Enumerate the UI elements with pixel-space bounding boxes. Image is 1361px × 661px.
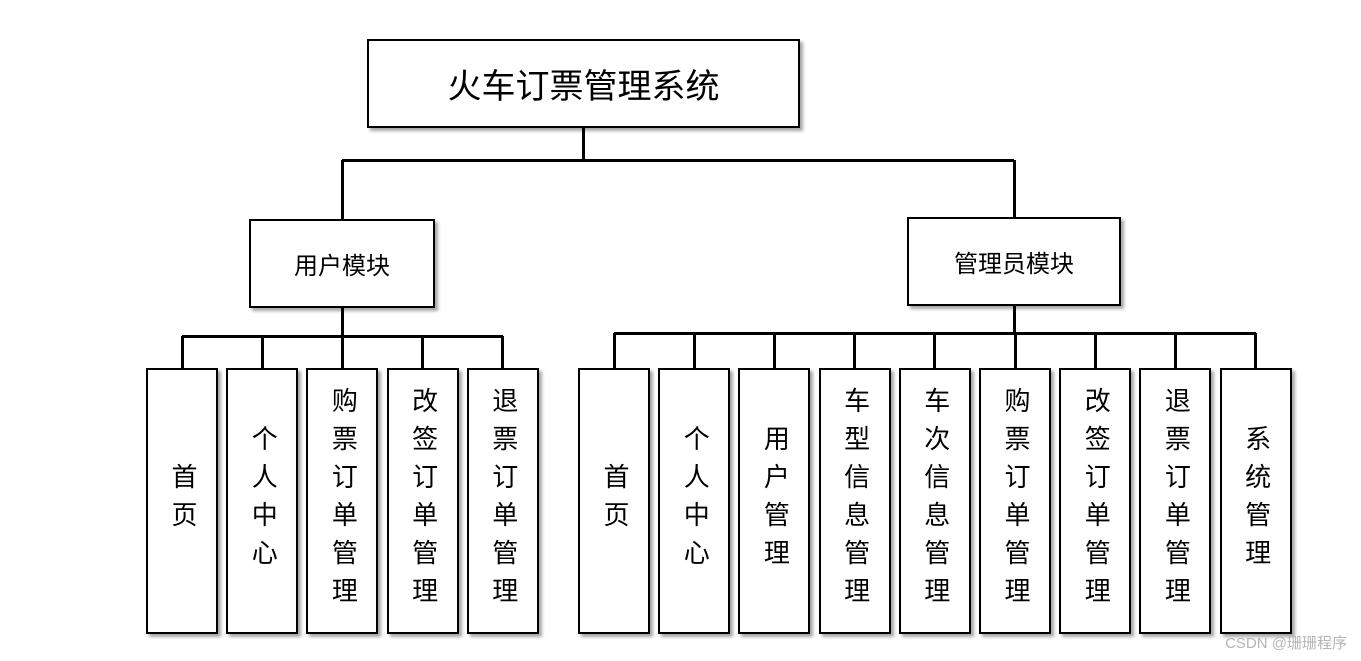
- branch-1-label: 用户模块: [294, 252, 390, 280]
- branch-2-connector: [1012, 160, 1016, 217]
- branch-2-leaf-node: 个人中心: [658, 368, 731, 634]
- branch-1-leaf-connector: [340, 336, 344, 368]
- branch-2-leaf-node: 系统管理: [1219, 368, 1292, 634]
- branch-1-down-connector: [340, 308, 344, 336]
- branch-2-leaf-label: 改签订单管理: [1080, 387, 1111, 615]
- branch-2-leaf-label: 系统管理: [1240, 425, 1271, 577]
- branch-2-leaf-connector: [853, 333, 857, 368]
- branch-2-down-connector: [1012, 306, 1016, 333]
- branch-2-leaf-label: 个人中心: [679, 425, 710, 577]
- branch-2-leaf-connector: [772, 333, 776, 368]
- branch-1-leaf-node: 改签订单管理: [386, 368, 459, 634]
- branch-2-leaf-node: 首页: [578, 368, 650, 634]
- branch-2-leaf-connector: [612, 333, 616, 368]
- branch-2-leaf-node: 购票订单管理: [979, 368, 1051, 634]
- branch-1-leaf-node: 购票订单管理: [306, 368, 379, 634]
- branch-1-leaf-connector: [421, 336, 425, 368]
- branch-1-leaf-connector: [260, 336, 264, 368]
- branch-2-leaf-connector: [933, 333, 937, 368]
- branch-2-leaf-label: 车型信息管理: [839, 387, 870, 615]
- root-label: 火车订票管理系统: [447, 67, 720, 107]
- branch-2-leaf-connector: [1013, 333, 1017, 368]
- branch-2-leaf-label: 购票订单管理: [1000, 387, 1030, 615]
- branch-2-leaf-node: 改签订单管理: [1059, 368, 1132, 634]
- branch-1-leaf-connector: [180, 336, 184, 368]
- branch-2-leaf-label: 首页: [599, 463, 629, 539]
- branch-2-leaf-connector: [692, 333, 696, 368]
- branch-2-node: 管理员模块: [907, 217, 1121, 306]
- branch-2-leaf-node: 用户管理: [738, 368, 811, 634]
- branch-2-leaf-label: 车次信息管理: [919, 387, 950, 615]
- branch-1-leaf-label: 退票订单管理: [487, 387, 518, 615]
- branch-2-leaf-connector: [1173, 333, 1177, 368]
- branch-2-leaf-label: 用户管理: [759, 425, 790, 577]
- branch-1-connector: [340, 160, 344, 219]
- branch-2-leaf-node: 车次信息管理: [898, 368, 971, 634]
- branch-2-leaf-label: 退票订单管理: [1160, 387, 1191, 615]
- branch-1-leaf-label: 购票订单管理: [327, 387, 358, 615]
- branch-2-leaf-connector: [1093, 333, 1097, 368]
- branch-1-leaf-label: 改签订单管理: [407, 387, 438, 615]
- branch-1-leaf-connector: [501, 336, 505, 368]
- branch-1-leaf-node: 个人中心: [226, 368, 299, 634]
- branch-2-leaf-node: 车型信息管理: [818, 368, 891, 634]
- branch-2-leaf-node: 退票订单管理: [1139, 368, 1212, 634]
- branch-2-label: 管理员模块: [954, 250, 1074, 278]
- watermark: CSDN @珊珊程序: [1225, 635, 1347, 652]
- root-connector: [581, 128, 585, 160]
- branch-2-leaf-connector: [1254, 333, 1258, 368]
- branch-1-leaf-node: 退票订单管理: [466, 368, 539, 634]
- branch-1-leaf-label: 首页: [167, 463, 197, 539]
- branch-1-node: 用户模块: [249, 219, 435, 308]
- branch-1-leaf-label: 个人中心: [247, 425, 278, 577]
- root-bus-line: [342, 158, 1014, 162]
- root-node: 火车订票管理系统: [367, 39, 800, 128]
- branch-1-leaf-node: 首页: [146, 368, 218, 634]
